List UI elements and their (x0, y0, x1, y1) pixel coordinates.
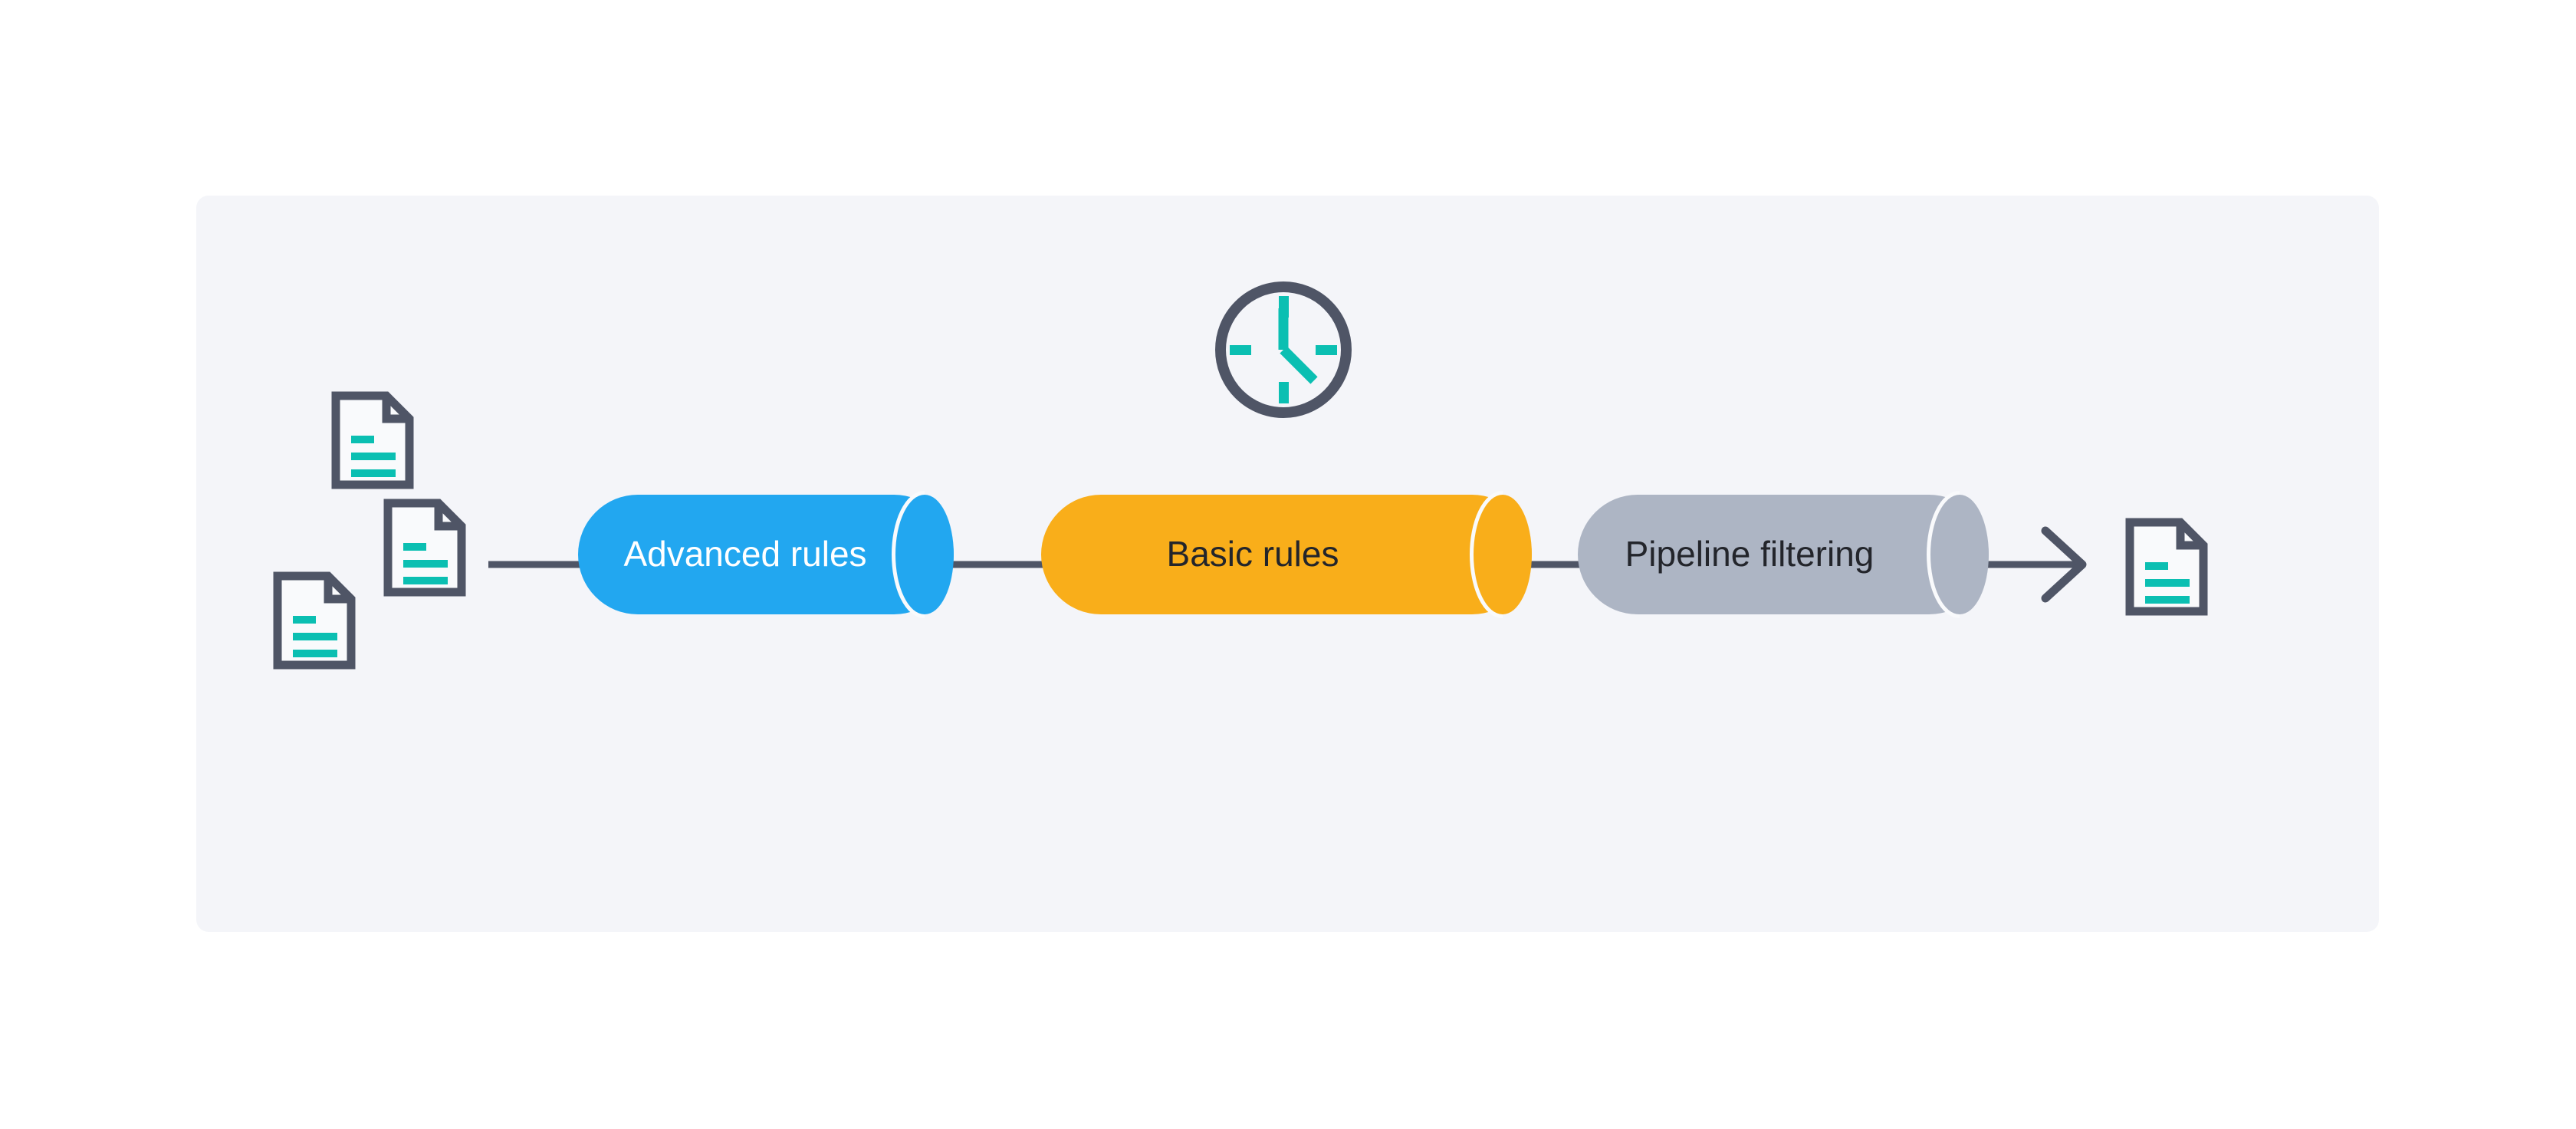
stage-pipeline-filtering[interactable]: Pipeline filtering (1578, 491, 1989, 618)
arrow-head-icon (2041, 526, 2087, 603)
stage-body (1578, 495, 1989, 614)
clock-tick-3 (1316, 345, 1337, 355)
stage-cap (895, 495, 954, 614)
document-icon-1 (336, 396, 409, 485)
clock-icon (1215, 281, 1352, 418)
stage-basic-rules-label: Basic rules (1167, 534, 1339, 574)
output-document-icon (2130, 522, 2203, 611)
stage-body (1041, 495, 1532, 614)
stage-cap (1930, 495, 1989, 614)
clock-hour-hand (1280, 346, 1318, 384)
stage-cap (1474, 495, 1532, 614)
stage-body (578, 495, 954, 614)
clock-tick-6 (1279, 382, 1289, 403)
stage-pipeline-filtering-label: Pipeline filtering (1625, 534, 1875, 574)
document-icon-3 (278, 576, 351, 665)
clock-tick-9 (1230, 345, 1251, 355)
stage-basic-rules[interactable]: Basic rules (1041, 491, 1532, 618)
stage-advanced-rules[interactable]: Advanced rules (578, 491, 954, 618)
document-icon-2 (388, 503, 462, 592)
stage-advanced-rules-label: Advanced rules (623, 534, 866, 574)
